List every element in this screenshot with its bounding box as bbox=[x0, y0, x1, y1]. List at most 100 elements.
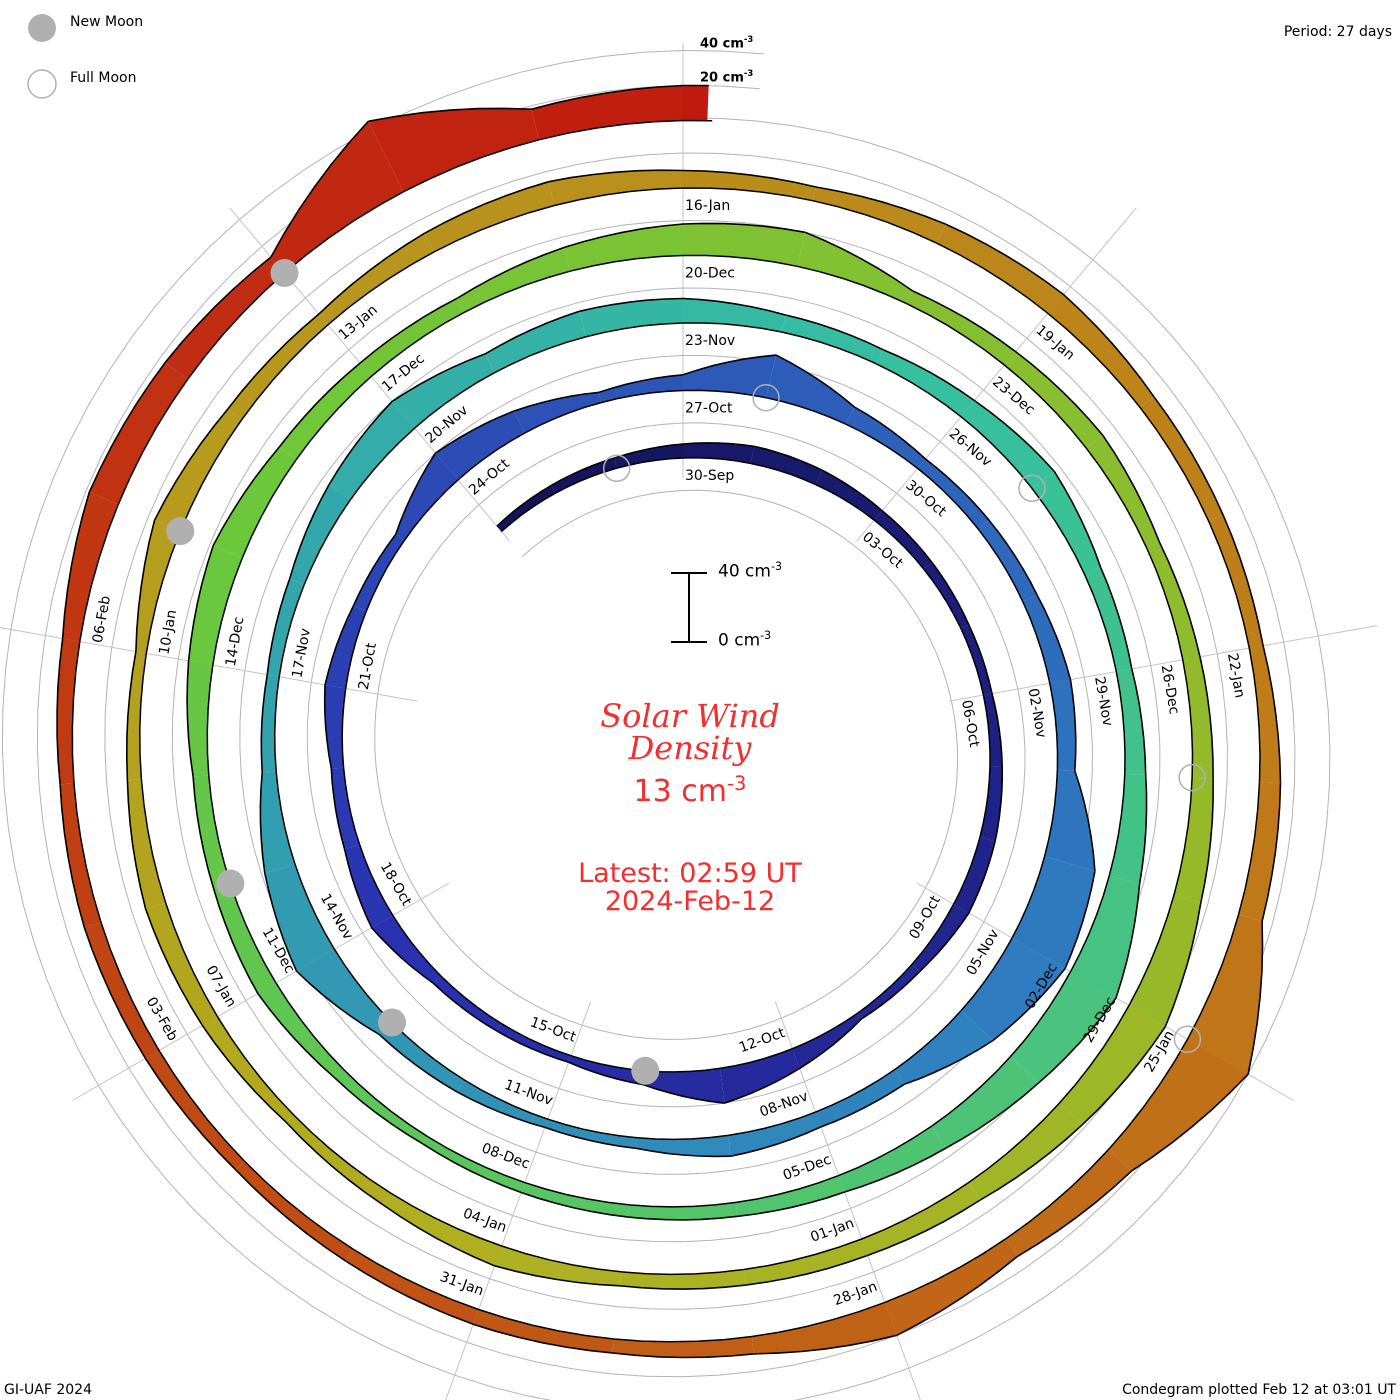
density-outline bbox=[395, 452, 437, 535]
density-outline bbox=[192, 776, 215, 889]
date-label: 22-Jan bbox=[1224, 652, 1248, 699]
density-outline bbox=[1064, 871, 1096, 969]
density-outline bbox=[799, 1018, 862, 1070]
density-bar bbox=[1249, 645, 1281, 783]
density-bar bbox=[1022, 595, 1071, 684]
date-label: 20-Dec bbox=[685, 266, 735, 282]
date-label: 05-Dec bbox=[781, 1152, 833, 1184]
date-label: 12-Oct bbox=[737, 1025, 788, 1056]
density-bar bbox=[874, 510, 933, 569]
density-outline bbox=[1069, 679, 1077, 771]
density-bar bbox=[344, 844, 393, 928]
density-outline bbox=[550, 457, 615, 487]
scale-bar-bottom-label: 0 cm-3 bbox=[718, 629, 772, 651]
density-bar bbox=[325, 605, 367, 689]
density-outline bbox=[992, 968, 1066, 1042]
density-outline bbox=[126, 780, 147, 910]
density-outline bbox=[368, 107, 532, 123]
density-bar bbox=[485, 311, 586, 373]
new-moon-legend-label: New Moon bbox=[70, 14, 144, 30]
density-bar bbox=[683, 170, 816, 201]
density-outline bbox=[931, 562, 970, 626]
density-bar bbox=[289, 484, 351, 585]
density-outline bbox=[568, 1061, 644, 1086]
density-bar bbox=[968, 1103, 1083, 1200]
density-bar bbox=[392, 353, 495, 429]
density-bar bbox=[568, 1055, 646, 1085]
density-outline bbox=[754, 445, 823, 472]
density-outline bbox=[945, 223, 1064, 296]
density-bar bbox=[1146, 542, 1200, 660]
density-bar bbox=[202, 1016, 294, 1123]
density-bar bbox=[1070, 875, 1140, 998]
density-bar bbox=[261, 674, 280, 773]
density-outline bbox=[144, 1057, 237, 1171]
density-bar bbox=[876, 349, 975, 417]
density-outline bbox=[260, 674, 268, 773]
density-bar bbox=[961, 938, 1066, 1041]
density-bar bbox=[368, 108, 539, 192]
date-label: 06-Feb bbox=[90, 594, 114, 644]
density-outline bbox=[579, 297, 684, 313]
density-outline bbox=[59, 784, 86, 928]
density-bar bbox=[456, 1080, 548, 1128]
density-outline bbox=[83, 927, 147, 1059]
density-outline bbox=[531, 84, 684, 110]
date-label: 06-Oct bbox=[958, 699, 982, 749]
density-outline bbox=[345, 1260, 474, 1326]
density-bar bbox=[382, 1192, 502, 1266]
density-outline bbox=[264, 873, 298, 972]
date-label: 10-Jan bbox=[156, 609, 180, 656]
date-label: 08-Nov bbox=[758, 1088, 811, 1120]
date-label: 28-Jan bbox=[831, 1279, 879, 1310]
date-label: 04-Jan bbox=[461, 1205, 509, 1236]
density-bar bbox=[564, 224, 683, 272]
density-outline bbox=[164, 256, 272, 364]
full-moon-legend-icon bbox=[27, 69, 57, 99]
density-bar bbox=[127, 779, 166, 909]
new-moon-icon bbox=[166, 517, 195, 546]
date-label: 14-Dec bbox=[223, 616, 247, 668]
density-outline bbox=[1222, 514, 1264, 646]
density-bar bbox=[213, 883, 276, 994]
density-outline bbox=[422, 1143, 522, 1194]
density-bar bbox=[165, 257, 285, 380]
density-bar bbox=[1174, 777, 1214, 903]
density-outline bbox=[1200, 778, 1214, 904]
density-bar bbox=[267, 578, 305, 677]
density-outline bbox=[804, 231, 914, 292]
density-outline bbox=[682, 297, 786, 316]
density-outline bbox=[333, 1076, 424, 1145]
density-outline bbox=[968, 624, 993, 694]
density-outline bbox=[881, 510, 933, 564]
density-bar bbox=[1116, 668, 1146, 775]
density-outline bbox=[682, 354, 777, 376]
density-bar bbox=[145, 1050, 245, 1170]
density-outline bbox=[456, 1091, 546, 1129]
date-label: 26-Dec bbox=[1158, 664, 1182, 716]
density-bar bbox=[264, 864, 335, 972]
radial-gridline bbox=[856, 207, 1137, 542]
density-outline bbox=[1062, 293, 1155, 398]
density-bar bbox=[815, 470, 883, 521]
new-moon-legend-icon bbox=[28, 14, 56, 42]
density-bar bbox=[1005, 1149, 1132, 1257]
density-outline bbox=[201, 1025, 287, 1123]
new-moon-icon bbox=[378, 1008, 407, 1037]
density-outline bbox=[513, 391, 599, 412]
density-outline bbox=[378, 1033, 458, 1093]
density-outline bbox=[1262, 645, 1282, 783]
density-outline bbox=[295, 970, 380, 1036]
density-bar bbox=[598, 374, 683, 403]
density-outline bbox=[636, 1147, 731, 1158]
density-bar bbox=[271, 121, 404, 274]
density-outline bbox=[614, 443, 684, 459]
density-outline bbox=[544, 1126, 637, 1150]
density-bar bbox=[884, 1238, 1018, 1336]
density-bar bbox=[544, 1119, 638, 1149]
density-bars bbox=[56, 84, 1282, 1359]
density-outline bbox=[974, 399, 1055, 473]
density-bar bbox=[457, 247, 570, 313]
density-bar bbox=[227, 314, 328, 420]
